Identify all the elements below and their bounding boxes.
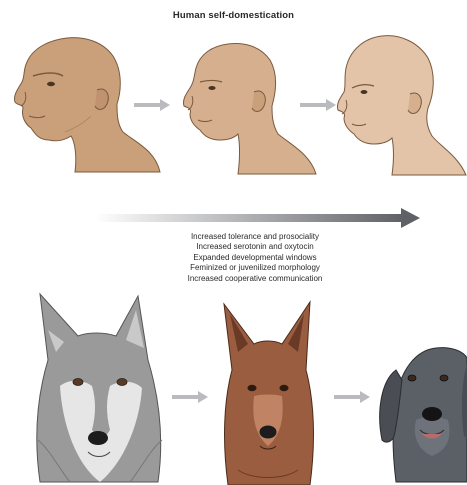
trait-item: Increased serotonin and oxytocin	[120, 242, 390, 252]
arrow-right-icon	[134, 99, 170, 111]
trait-item: Increased cooperative communication	[120, 274, 390, 284]
dingo-head-icon	[218, 300, 318, 485]
wolf-head-icon	[30, 290, 170, 482]
gradient-arrow-icon	[95, 208, 420, 228]
domestic-dog-head-icon	[376, 340, 467, 482]
trait-item: Increased tolerance and prosociality	[120, 232, 390, 242]
arrow-right-icon	[172, 391, 208, 403]
trait-item: Feminized or juvenilized morphology	[120, 263, 390, 273]
trait-item: Expanded developmental windows	[120, 253, 390, 263]
diagram-title: Human self-domestication	[0, 10, 467, 21]
trait-list: Increased tolerance and prosociality Inc…	[120, 232, 390, 284]
modern-human-head-icon	[334, 30, 467, 175]
arrow-right-icon	[334, 391, 370, 403]
arrow-right-icon	[300, 99, 336, 111]
